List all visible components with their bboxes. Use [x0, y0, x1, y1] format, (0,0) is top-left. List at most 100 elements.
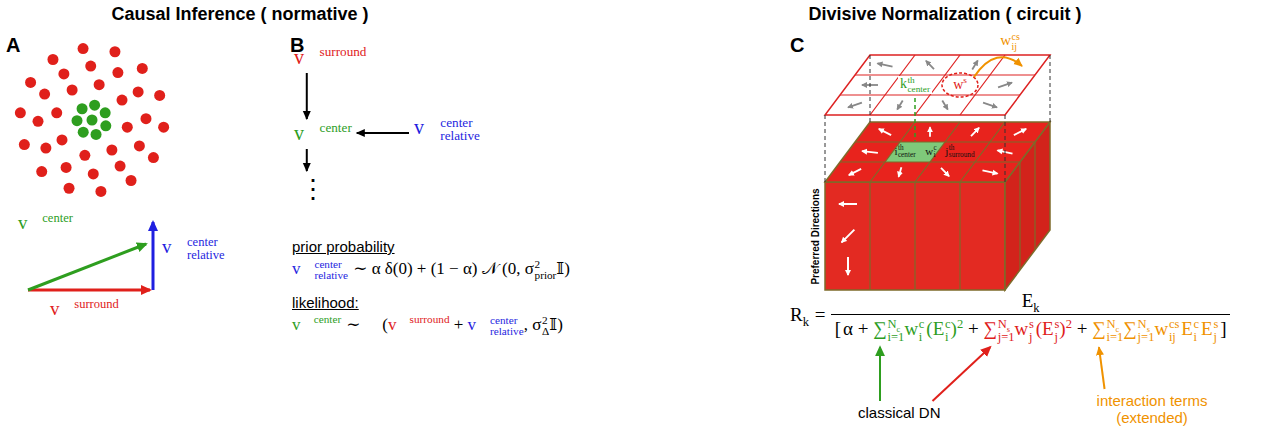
stack-top: center: [187, 236, 218, 249]
text: center: [187, 235, 218, 249]
direction-arrow: [983, 103, 997, 108]
stack-top: Nc: [1106, 318, 1119, 331]
center-cell: [885, 142, 945, 162]
stack-top: cs: [1012, 32, 1020, 42]
text: w: [1015, 318, 1029, 339]
surround-dot: [36, 166, 47, 177]
script-stack: thsurround: [949, 145, 975, 160]
surround-dot: [137, 63, 148, 74]
surround-dot: [109, 46, 120, 57]
stack-bottom: i: [1194, 331, 1197, 344]
text: Causal Inference ( normative ): [111, 4, 368, 24]
drawn-stroke: [1019, 162, 1020, 270]
text: center: [440, 115, 472, 130]
text: j=1: [998, 330, 1015, 344]
causal-arrow: [306, 149, 308, 171]
text: 2: [1066, 317, 1072, 331]
surround-dot: [64, 183, 75, 194]
text: center: [898, 151, 916, 159]
text: 2: [542, 314, 548, 326]
dashed-line: [870, 55, 871, 122]
surround-dot: [94, 79, 105, 90]
drawn-stroke: [855, 74, 1035, 75]
text: s: [963, 75, 967, 85]
center-dot: [100, 120, 111, 131]
text: classical DN: [858, 404, 941, 421]
dashed-line: [1005, 115, 1006, 182]
surround-dot: [19, 139, 30, 150]
text: ]: [1220, 318, 1226, 339]
panel-letter: C: [790, 34, 804, 57]
center-dot: [77, 103, 88, 114]
stack-bottom: i: [934, 152, 936, 159]
stack-top: c: [1194, 318, 1200, 331]
text: i: [894, 145, 897, 157]
text: c: [945, 317, 951, 331]
script-stack: Nsj=1: [998, 318, 1015, 343]
stack-bottom: i: [945, 331, 948, 344]
weight-label: wci: [925, 145, 937, 160]
neuron-label: ithcenter: [894, 145, 915, 160]
drawn-stroke: [855, 141, 1035, 142]
text: center: [907, 84, 930, 94]
stack-top: center: [440, 116, 472, 129]
stack-bottom: i=1: [1106, 331, 1123, 344]
text: v⃗: [292, 315, 314, 334]
text: +: [968, 318, 979, 339]
surround-dot: [15, 107, 26, 118]
direction-arrow: [971, 128, 979, 136]
stack-top: 2: [542, 315, 548, 326]
text: prior probability: [292, 238, 395, 255]
annotation-arrow: [879, 347, 881, 401]
text: surround: [74, 297, 119, 311]
text: v⃗: [292, 259, 314, 278]
center-dot: [87, 115, 98, 126]
script-stack: centerrelative: [314, 259, 348, 281]
surround-dot: [134, 140, 145, 151]
text: N: [998, 317, 1007, 331]
text: E: [1201, 318, 1213, 339]
text: ij: [1012, 41, 1018, 52]
text: interaction terms (extended): [1097, 392, 1208, 426]
text: v⃗: [18, 212, 42, 233]
text: w: [925, 145, 933, 157]
text: A: [6, 34, 20, 56]
stack-top: c: [945, 318, 951, 331]
projection-lines: [825, 55, 1050, 182]
script-stack: thcenter: [907, 76, 930, 94]
text: s: [1029, 317, 1034, 331]
direction-arrow: [877, 63, 892, 66]
text: c: [919, 317, 925, 331]
text: α: [843, 318, 853, 339]
text: E: [1181, 318, 1193, 339]
green-dashed-line: [914, 98, 916, 141]
panel-letter: B: [290, 34, 304, 57]
direction-arrow: [879, 129, 891, 135]
center-dot: [78, 127, 89, 138]
text: j: [1054, 330, 1057, 344]
text: prior: [535, 269, 557, 281]
text: =: [815, 304, 826, 325]
dot-cluster: [15, 43, 169, 197]
stack-bottom: ij: [1169, 331, 1176, 344]
text: ): [951, 318, 957, 339]
text: N: [1138, 317, 1147, 331]
text: i: [945, 330, 948, 344]
text: N: [888, 317, 897, 331]
text: j: [945, 145, 948, 157]
text: ∑: [1092, 318, 1106, 339]
direction-arrow: [862, 151, 878, 153]
surround-dot: [67, 84, 78, 95]
text: surround: [410, 313, 450, 325]
stack-bottom: Δ: [542, 326, 549, 337]
script-stack: ci: [945, 318, 951, 343]
stack-top: th: [898, 145, 904, 152]
text: +: [454, 315, 464, 334]
text: ∑: [1123, 318, 1137, 339]
text: ⋮: [300, 175, 326, 204]
script-stack: 2prior: [535, 259, 557, 281]
text: (E: [1036, 318, 1054, 339]
formula-heading: prior probability: [292, 238, 395, 255]
